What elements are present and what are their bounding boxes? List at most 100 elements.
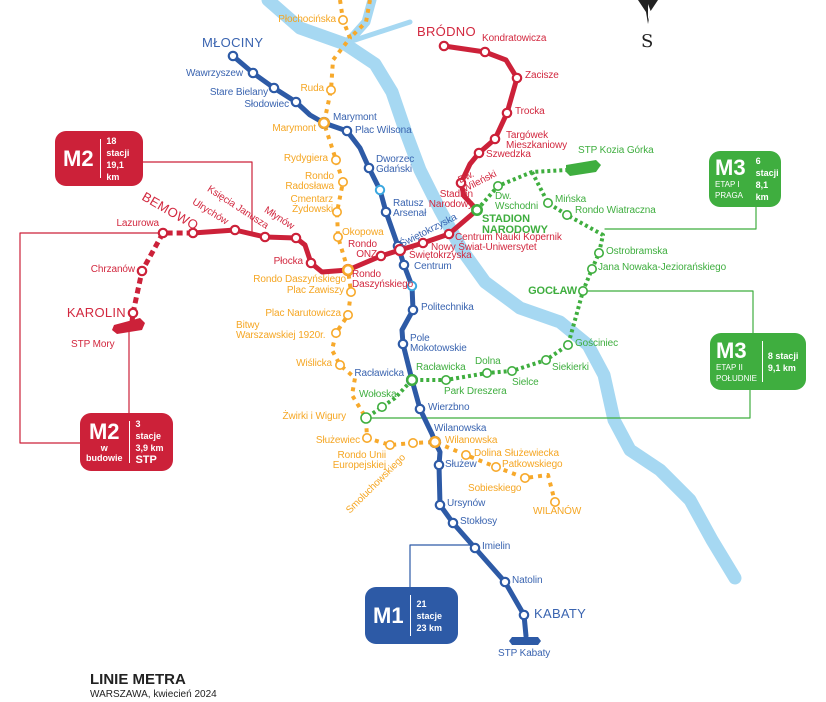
planned-station-marker[interactable] xyxy=(361,432,372,443)
m3-station-label[interactable]: Wołoska xyxy=(359,389,397,400)
planned-interchange-marker[interactable] xyxy=(318,116,331,129)
m1-station-marker[interactable] xyxy=(499,576,511,588)
m1-station-marker[interactable] xyxy=(363,162,375,174)
planned-station-marker[interactable] xyxy=(342,309,353,320)
m1-station-marker[interactable] xyxy=(397,338,409,350)
m2-station-label[interactable]: Targówek Mieszkaniowy xyxy=(506,130,568,151)
planned-station-label[interactable]: Rondo Unii Europejskiej xyxy=(332,450,386,471)
m2-station-label[interactable]: Zacisze xyxy=(525,70,559,81)
m2-station-marker[interactable] xyxy=(501,107,513,119)
m1-station-label[interactable]: Słodowiec xyxy=(244,99,289,110)
m3-station-marker[interactable] xyxy=(492,181,503,192)
m3-station-marker[interactable] xyxy=(376,401,387,412)
planned-station-label[interactable]: Rondo Daszyńskiego xyxy=(253,274,346,285)
m1-station-marker[interactable] xyxy=(518,609,530,621)
m1-station-marker[interactable] xyxy=(341,125,353,137)
m2-station-marker[interactable] xyxy=(489,133,501,145)
planned-station-label[interactable]: Służewiec xyxy=(315,435,360,446)
m3-station-marker[interactable] xyxy=(562,339,573,350)
m3-station-label[interactable]: Jana Nowaka-Jeziorańskiego xyxy=(598,262,727,273)
m3-station-marker[interactable] xyxy=(593,248,604,259)
planned-station-marker[interactable] xyxy=(331,207,342,218)
m2-station-label[interactable]: Lazurowa xyxy=(116,218,159,229)
m1-station-label[interactable]: Plac Wilsona xyxy=(355,125,412,136)
m2-station-marker[interactable] xyxy=(511,72,523,84)
m2-station-label[interactable]: Płocka xyxy=(273,256,304,267)
m2-station-marker[interactable] xyxy=(455,177,467,189)
m2-station-marker[interactable] xyxy=(259,231,271,243)
m1-station-marker[interactable] xyxy=(469,542,481,554)
m1-station-label[interactable]: Marymont xyxy=(333,112,377,123)
m1-station-marker[interactable] xyxy=(268,82,280,94)
m2-station-label[interactable]: Trocka xyxy=(515,106,545,117)
planned-station-marker[interactable] xyxy=(330,327,341,338)
m2-station-marker[interactable] xyxy=(127,307,139,319)
planned-station-label[interactable]: Płochocińska xyxy=(278,14,336,25)
m1-station-label[interactable]: Służew xyxy=(445,459,477,470)
m1-station-marker[interactable] xyxy=(227,50,239,62)
m1-station-label[interactable]: Politechnika xyxy=(421,302,474,313)
m1-station-label[interactable]: Imielin xyxy=(482,541,511,552)
planned-station-label[interactable]: Cmentarz Żydowski xyxy=(290,194,333,215)
m2-station-marker[interactable] xyxy=(417,237,429,249)
m2-station-label[interactable]: Nowy Świat-Uniwersytet xyxy=(431,242,537,253)
m3-station-label[interactable]: GOCŁAW xyxy=(528,285,577,297)
m2-station-label[interactable]: BRÓDNO xyxy=(417,24,476,39)
m1-station-label[interactable]: Centrum xyxy=(414,261,452,272)
planned-station-label[interactable]: Marymont xyxy=(272,123,316,134)
planned-station-marker[interactable] xyxy=(332,232,343,243)
planned-station-label[interactable]: Bitwy Warszawskiej 1920r. xyxy=(236,320,326,341)
m1-station-label[interactable]: Stokłosy xyxy=(460,516,497,527)
m3-station-marker[interactable] xyxy=(577,285,588,296)
m1-station-label[interactable]: Wilanowska xyxy=(434,423,487,434)
m2-station-marker[interactable] xyxy=(479,46,491,58)
planned-station-label[interactable]: Rondo Radosława xyxy=(285,171,334,192)
planned-station-marker[interactable] xyxy=(360,412,372,424)
planned-station-marker[interactable] xyxy=(384,439,395,450)
m1-station-marker[interactable] xyxy=(414,403,426,415)
m3-station-label[interactable]: Racławicka xyxy=(416,362,466,373)
m2-station-marker[interactable] xyxy=(438,40,450,52)
m2-station-marker[interactable] xyxy=(187,227,199,239)
planned-station-label[interactable]: Patkowskiego xyxy=(502,459,563,470)
m1-station-marker[interactable] xyxy=(247,67,259,79)
planned-station-marker[interactable] xyxy=(325,85,336,96)
m1-station-label[interactable]: Natolin xyxy=(512,575,543,586)
planned-station-label[interactable]: WILANÓW xyxy=(533,506,582,517)
m3-station-marker[interactable] xyxy=(561,210,572,221)
m3-station-label[interactable]: Siekierki xyxy=(552,362,589,373)
planned-station-label[interactable]: Plac Narutowicza xyxy=(265,308,341,319)
m3-station-marker[interactable] xyxy=(506,365,517,376)
m1-station-marker[interactable] xyxy=(380,206,392,218)
planned-station-marker[interactable] xyxy=(460,449,471,460)
m2-station-label[interactable]: Stadion Narodowy xyxy=(428,189,473,210)
m3-station-label[interactable]: Dolna xyxy=(475,356,501,367)
m2-station-label[interactable]: Centrum Nauki Kopernik xyxy=(455,232,562,243)
planned-station-marker[interactable] xyxy=(490,461,501,472)
m3-station-marker[interactable] xyxy=(542,198,553,209)
m2-station-label[interactable]: Rondo Daszyńskiego xyxy=(352,269,414,290)
m2-station-marker[interactable] xyxy=(290,232,302,244)
planned-interchange-marker[interactable] xyxy=(342,264,355,277)
m2-station-marker[interactable] xyxy=(375,250,387,262)
planned-station-marker[interactable] xyxy=(345,286,356,297)
planned-station-label[interactable]: Wilanowska xyxy=(445,435,498,446)
planned-station-marker[interactable] xyxy=(337,15,348,25)
m3-station-label[interactable]: Mińska xyxy=(555,194,587,205)
m1-station-label[interactable]: Wierzbno xyxy=(428,402,470,413)
m1-station-label[interactable]: Stare Bielany xyxy=(209,87,268,98)
planned-station-label[interactable]: Plac Zawiszy xyxy=(286,285,344,296)
m3-station-label[interactable]: Gościniec xyxy=(575,338,619,349)
m1-station-marker[interactable] xyxy=(447,517,459,529)
m1-station-marker[interactable] xyxy=(433,459,445,471)
planned-station-label[interactable]: Wiślicka xyxy=(296,358,332,369)
m1-station-label[interactable]: Pole Mokotowskie xyxy=(410,333,467,354)
m1-station-label[interactable]: MŁOCINY xyxy=(202,35,264,50)
m1-station-label[interactable]: Ratusz Arsenał xyxy=(393,198,427,219)
planned-station-label[interactable]: Żwirki i Wigury xyxy=(282,411,347,422)
m1-station-marker[interactable] xyxy=(434,499,446,511)
m3-station-label[interactable]: Park Dreszera xyxy=(444,386,507,397)
m1-station-marker[interactable] xyxy=(407,304,419,316)
planned-station-marker[interactable] xyxy=(337,177,348,188)
planned-station-marker[interactable] xyxy=(407,437,418,448)
